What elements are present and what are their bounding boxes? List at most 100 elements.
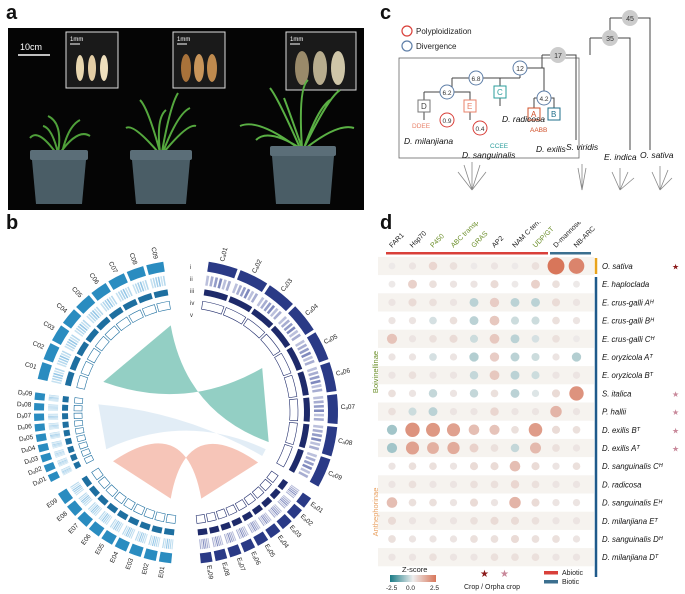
zscore-dot [408, 407, 417, 416]
gc-track [195, 514, 206, 524]
density-stripe [49, 431, 60, 434]
zscore-dot [388, 316, 396, 325]
chromosome-band [276, 514, 292, 530]
crop-legend-label: Crop / Orpha crop [464, 584, 520, 591]
zscore-dot [469, 352, 479, 362]
density-stripe [313, 409, 324, 413]
density-stripe [167, 538, 171, 549]
chromosome-band [306, 332, 329, 363]
zscore-dot [388, 553, 396, 561]
zscore-dot [552, 480, 560, 489]
zscore-dot [552, 316, 560, 325]
density-stripe [313, 413, 324, 417]
zscore-dot [490, 462, 499, 471]
plant-sketches [457, 162, 673, 191]
zscore-dot [510, 297, 520, 307]
zscore-dot [552, 334, 560, 343]
synteny-link-d [98, 404, 266, 456]
zscore-dot [489, 297, 500, 308]
gc-track [74, 397, 84, 404]
zscore-dot [531, 316, 540, 325]
density-stripe [269, 307, 279, 318]
density-stripe [89, 311, 98, 321]
zscore-dot [552, 535, 560, 543]
density-stripe [250, 292, 259, 303]
density-stripe [313, 395, 324, 400]
density-stripe [91, 309, 100, 319]
density-stripe [79, 323, 88, 332]
zscore-dot [468, 424, 480, 436]
zscore-dot [510, 388, 520, 398]
digitaria-clade-box [398, 57, 580, 159]
biotic-swatch [544, 580, 558, 584]
gene-track [62, 404, 69, 411]
density-stripe [248, 523, 255, 533]
chromosome-band [108, 273, 128, 290]
chromosome-band [286, 503, 302, 519]
abiotic-bar [386, 252, 548, 255]
zscore-dot [405, 441, 420, 455]
chromosome-band [34, 423, 46, 432]
density-stripe [269, 508, 277, 517]
chromosome-band [62, 309, 82, 329]
density-stripe [116, 522, 123, 532]
chromosome-band [321, 426, 338, 457]
gene-track [96, 316, 111, 331]
row-band [378, 366, 594, 385]
ring-label: i [190, 265, 191, 271]
family-label: Hsp70 [409, 230, 428, 249]
chromosome-label: Dₐ03 [24, 455, 40, 466]
density-stripe [199, 539, 202, 550]
density-stripe [270, 507, 279, 516]
gc-track [76, 434, 87, 443]
crop-star-icon: ★ [672, 390, 679, 399]
chromosome-label: Dₐ06 [17, 423, 32, 432]
chromosome-label: E07 [67, 522, 80, 535]
density-stripe [82, 496, 91, 504]
zscore-dot [572, 371, 581, 379]
zscore-dot [511, 553, 519, 562]
zscore-dot [408, 279, 417, 289]
density-stripe [205, 275, 210, 286]
density-stripe [311, 384, 322, 389]
inset-1-scale: 1mm [70, 37, 83, 43]
density-stripe [204, 538, 207, 549]
zscore-dot [531, 553, 540, 562]
zscore-dot [509, 496, 521, 509]
species-d-exilis: D. exilis [536, 144, 567, 154]
density-stripe [48, 423, 59, 426]
gc-track [78, 441, 89, 450]
density-stripe [313, 400, 324, 404]
chromosome-label: E08 [56, 510, 70, 523]
density-stripe [241, 526, 248, 537]
density-stripe [86, 315, 95, 324]
zscore-dot [490, 262, 499, 270]
zscore-dot [388, 298, 396, 307]
plant-2 [125, 92, 197, 204]
chromosome-label: Dₐ08 [17, 401, 32, 409]
gene-track [69, 355, 81, 371]
row-band [378, 329, 594, 348]
density-stripe [155, 536, 159, 547]
density-stripe [157, 537, 161, 548]
gc-track [141, 304, 158, 317]
gc-track [260, 333, 281, 357]
chromosome-band [126, 266, 146, 282]
zscore-dot [388, 407, 396, 416]
gene-track [251, 308, 274, 329]
phylogeny-tree: Polyploidization Divergence [398, 10, 674, 191]
gc-track [73, 405, 83, 412]
chromosome-label: E01 [158, 566, 167, 579]
density-stripe [48, 404, 59, 406]
row-band [378, 511, 594, 530]
chromosome-label: Cₐ04 [304, 303, 320, 318]
species-o-sativa: O. sativa [640, 150, 674, 160]
genome-e-label: E [467, 102, 472, 111]
density-stripe [209, 276, 214, 287]
zscore-dot [469, 462, 479, 471]
chromosome-band [288, 306, 314, 336]
plant-photo-panel: 10cm 1mm 1mm 1mm [8, 28, 364, 210]
gc-track [104, 325, 120, 341]
gc-track [242, 318, 266, 339]
divergence-legend-icon [401, 40, 413, 52]
